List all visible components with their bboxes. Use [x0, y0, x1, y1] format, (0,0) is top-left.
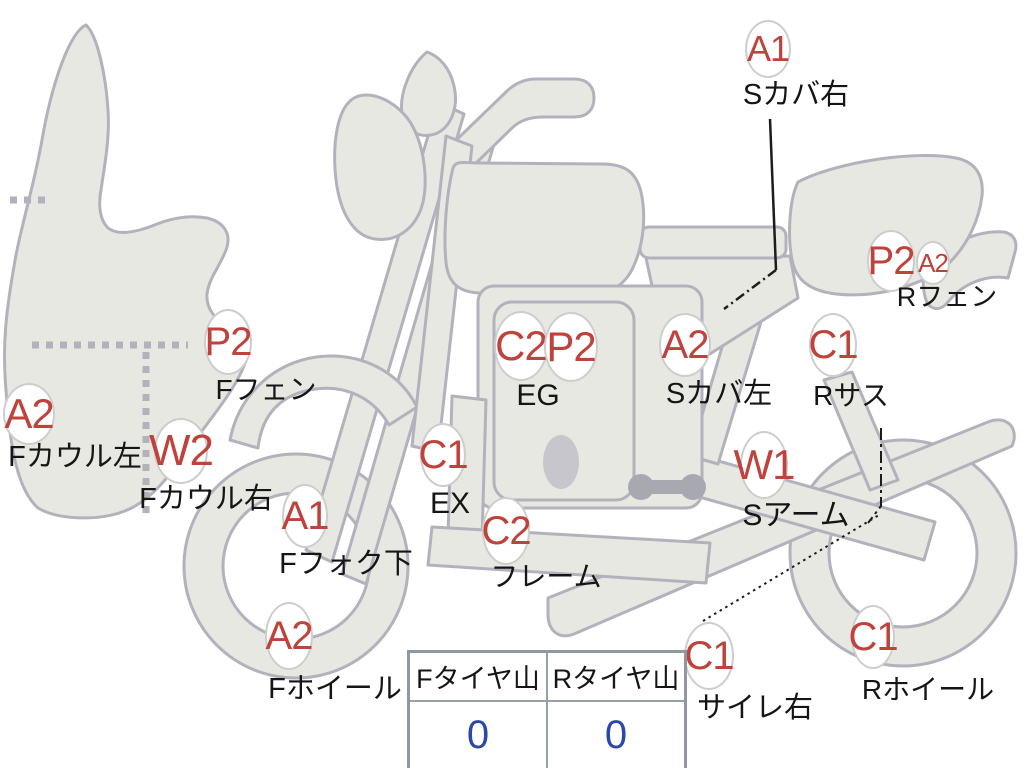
marker-scover-left-code: A2 — [659, 313, 711, 377]
marker-scover-right-label: Sカバ右 — [742, 79, 850, 111]
front-tire-tread-value: 0 — [407, 700, 548, 768]
fuel-tank-shape — [443, 160, 646, 295]
headlight-shape — [333, 93, 427, 241]
engine-detail-circle — [543, 435, 579, 489]
marker-swingarm-code: W1 — [734, 431, 796, 499]
marker-fwheel-label: Fホイール — [268, 673, 402, 705]
marker-ffender-code: P2 — [204, 309, 252, 375]
marker-frame-label: フレーム — [490, 561, 602, 592]
front-tire-tread-header: Fタイヤ山 — [407, 650, 548, 702]
rear-suspension-shape — [822, 370, 900, 492]
marker-ex-code: C1 — [418, 423, 469, 487]
marker-rsus-code: C1 — [808, 313, 859, 377]
tire-tread-table: Fタイヤ山 Rタイヤ山 0 0 — [407, 650, 687, 768]
leader-dotted-silencer — [702, 514, 880, 622]
marker-rwheel-label: Rホイール — [861, 674, 995, 705]
marker-fcowl-left-code: A2 — [3, 383, 55, 445]
marker-silencer-right-label: サイレ右 — [696, 692, 814, 724]
leader-line-scover-right — [768, 118, 778, 271]
mirror-shape — [400, 50, 457, 137]
marker-eg-code-p2: P2 — [544, 312, 598, 382]
handlebar-shape — [446, 77, 596, 170]
marker-ffork-lower-label: Fフォク下 — [279, 548, 413, 580]
marker-rfender-code2: A2 — [916, 241, 950, 285]
rear-tire-tread-value: 0 — [546, 700, 687, 768]
marker-fcowl-left-label: Fカウル左 — [8, 441, 142, 473]
leader-dashdot-swingarm — [867, 428, 882, 524]
marker-rsus-label: Rサス — [813, 380, 889, 411]
marker-fwheel-code: A2 — [265, 602, 313, 670]
marker-swingarm-label: Sアーム — [742, 499, 850, 532]
footpeg-shape — [628, 474, 706, 500]
marker-frame-code: C2 — [481, 497, 532, 565]
frame-rail-shape — [638, 225, 788, 260]
marker-ffender-label: Fフェン — [215, 374, 317, 405]
marker-rfender-code: P2 — [867, 230, 915, 292]
marker-scover-right-code: A1 — [745, 20, 791, 78]
marker-silencer-right-code: C1 — [684, 622, 735, 690]
marker-eg-code-c2: C2 — [494, 311, 548, 381]
marker-rfender-label: Rフェン — [896, 282, 998, 312]
marker-eg-label: EG — [516, 379, 560, 412]
marker-rwheel-code: C1 — [848, 605, 899, 669]
marker-fcowl-right-code: W2 — [149, 418, 214, 484]
rear-tire-tread-header: Rタイヤ山 — [546, 650, 687, 702]
marker-scover-left-label: Sカバ左 — [665, 378, 773, 410]
leader-dashdot-scover-right — [723, 269, 777, 310]
marker-fcowl-right-label: Fカウル右 — [139, 483, 273, 515]
marker-ex-label: EX — [429, 487, 471, 520]
marker-ffork-lower-code: A1 — [282, 484, 329, 548]
